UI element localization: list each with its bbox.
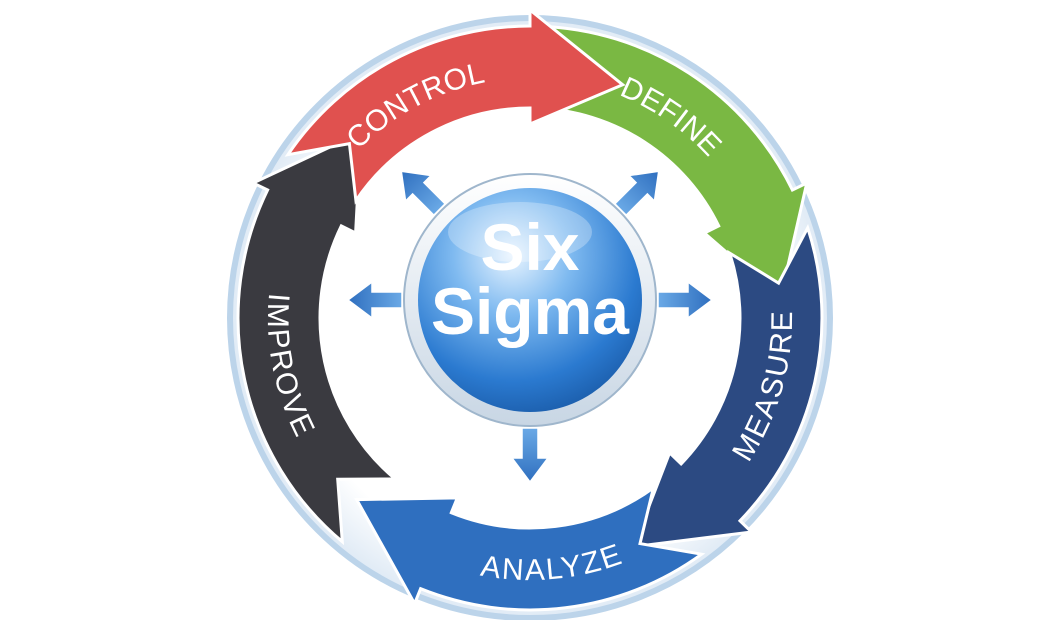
radial-arrow-icon bbox=[346, 280, 403, 320]
radial-arrow-icon bbox=[400, 170, 447, 217]
radial-arrows bbox=[346, 170, 714, 484]
center-circle bbox=[418, 188, 642, 412]
cycle-arrow-measure bbox=[631, 223, 824, 549]
cycle-arrow-improve bbox=[236, 130, 400, 546]
radial-arrow-icon bbox=[613, 170, 660, 217]
cycle-arrow-analyze bbox=[354, 484, 706, 612]
cycle-arrows bbox=[236, 6, 824, 612]
center-highlight bbox=[448, 202, 592, 262]
radial-arrow-icon bbox=[657, 280, 714, 320]
radial-arrow-icon bbox=[510, 427, 550, 484]
cycle-arrow-define bbox=[533, 24, 809, 302]
center-title-line2: Sigma bbox=[431, 274, 630, 348]
center-title-line1: Six bbox=[480, 210, 579, 284]
cycle-arrow-control bbox=[284, 6, 626, 205]
